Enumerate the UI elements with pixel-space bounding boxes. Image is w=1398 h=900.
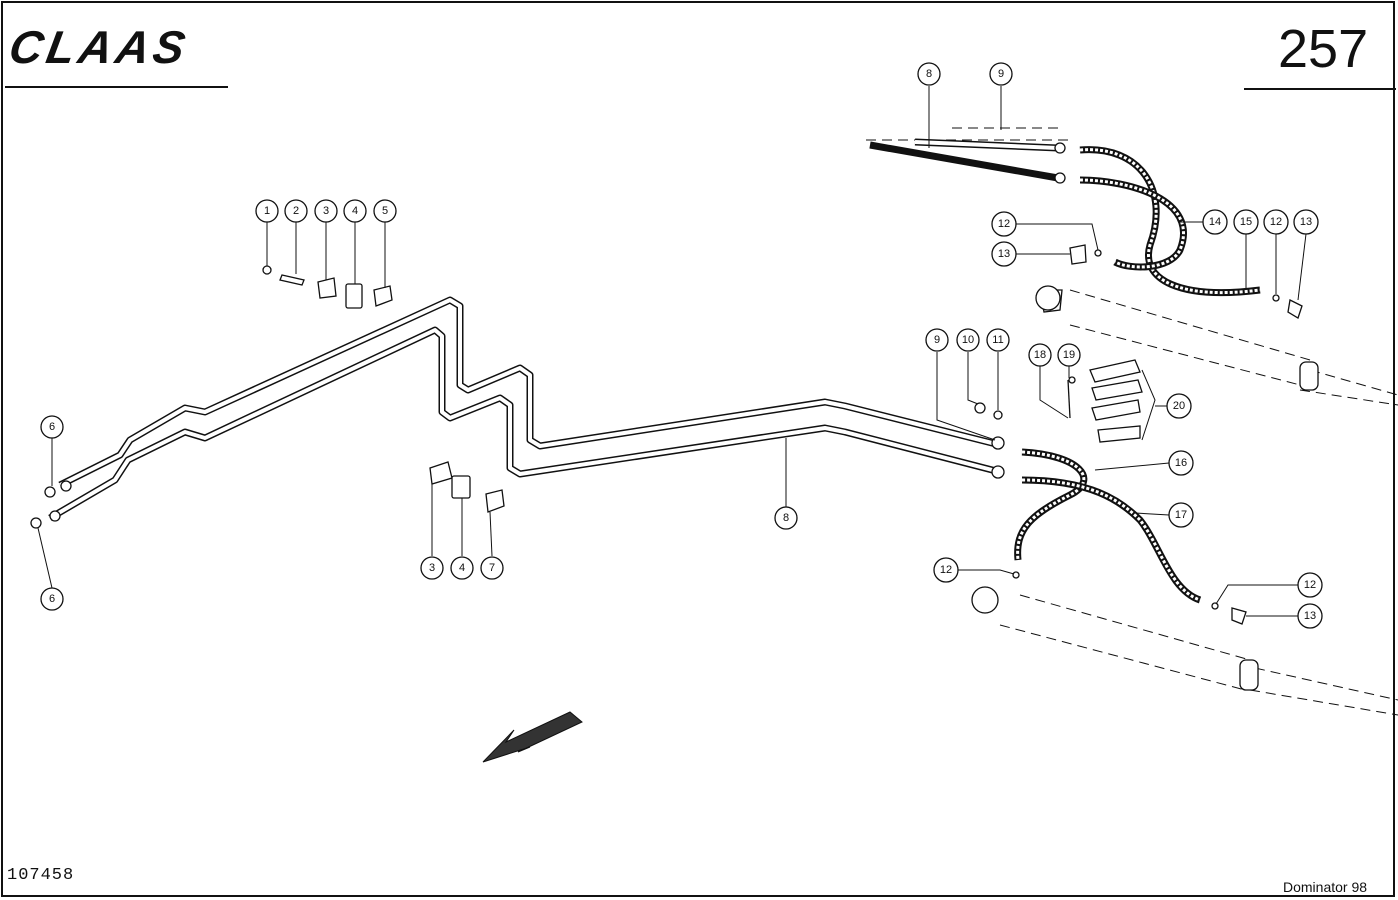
- callout-label: 7: [489, 562, 495, 574]
- callout-2: 2: [284, 199, 308, 223]
- small-parts: [30, 244, 1303, 625]
- callout-label: 9: [934, 334, 940, 346]
- callout-15: 15: [1233, 209, 1259, 235]
- callout-label: 6: [49, 421, 55, 433]
- callout-label: 13: [1300, 216, 1312, 228]
- callout-1: 1: [255, 199, 279, 223]
- hydraulic-hoses: [1014, 146, 1261, 604]
- callout-label: 13: [998, 248, 1010, 260]
- callout-label: 12: [1270, 216, 1282, 228]
- callout-label: 12: [940, 564, 952, 576]
- hydraulic-pipe-pair: [48, 138, 1066, 522]
- brand-underline: [5, 86, 228, 88]
- callout-label: 8: [783, 512, 789, 524]
- callout-5: 5: [373, 199, 397, 223]
- callout-9-upper: 9: [989, 62, 1013, 86]
- callout-7: 7: [480, 556, 504, 580]
- callout-4-clamp: 4: [450, 556, 474, 580]
- page-number: 257: [1278, 19, 1369, 79]
- callout-label: 18: [1034, 349, 1046, 361]
- callout-13-upper-right: 13: [1293, 209, 1319, 235]
- callout-label: 6: [49, 593, 55, 605]
- callout-label: 2: [293, 205, 299, 217]
- callout-label: 13: [1304, 610, 1316, 622]
- callout-10: 10: [956, 328, 980, 352]
- callout-label: 17: [1175, 509, 1187, 521]
- callout-20: 20: [1166, 393, 1192, 419]
- callout-19: 19: [1057, 343, 1081, 367]
- upper-cylinder-ghost: [866, 127, 1398, 406]
- callout-13-upper-left: 13: [991, 241, 1017, 267]
- drawing-number: 107458: [7, 866, 75, 885]
- callout-8-upper: 8: [917, 62, 941, 86]
- callout-6-upper: 6: [40, 415, 64, 439]
- callout-3: 3: [314, 199, 338, 223]
- page-number-underline: [1244, 88, 1396, 90]
- callout-label: 12: [998, 218, 1010, 230]
- callout-8-pipe: 8: [774, 506, 798, 530]
- callout-label: 4: [459, 562, 465, 574]
- machine-model: Dominator 98: [1283, 879, 1368, 895]
- lower-cylinder-ghost: [999, 594, 1398, 716]
- callout-9-pipe: 9: [925, 328, 949, 352]
- callout-16: 16: [1168, 450, 1194, 476]
- callout-label: 10: [962, 334, 974, 346]
- callout-18: 18: [1028, 343, 1052, 367]
- callout-label: 20: [1173, 400, 1185, 412]
- callout-label: 8: [926, 68, 932, 80]
- callout-12-upper-right: 12: [1263, 209, 1289, 235]
- callout-label: 19: [1063, 349, 1075, 361]
- callout-14: 14: [1202, 209, 1228, 235]
- callout-label: 15: [1240, 216, 1252, 228]
- callout-12-upper-left: 12: [991, 211, 1017, 237]
- callout-12-lower-right: 12: [1297, 572, 1323, 598]
- callout-label: 12: [1304, 579, 1316, 591]
- callout-11: 11: [986, 328, 1010, 352]
- callout-label: 5: [382, 205, 388, 217]
- callout-13-lower-right: 13: [1297, 603, 1323, 629]
- callout-6-lower: 6: [40, 587, 64, 611]
- callout-label: 4: [352, 205, 358, 217]
- callout-label: 3: [323, 205, 329, 217]
- callout-label: 11: [992, 334, 1003, 346]
- callout-label: 16: [1175, 457, 1187, 469]
- callout-3-bracket: 3: [420, 556, 444, 580]
- callout-label: 9: [998, 68, 1004, 80]
- callout-4: 4: [343, 199, 367, 223]
- callout-leaders: [37, 86, 1307, 617]
- callout-12-lower-left: 12: [933, 557, 959, 583]
- callout-label: 14: [1209, 216, 1221, 228]
- callout-label: 1: [264, 205, 270, 217]
- travel-direction-arrow-icon: [482, 711, 583, 763]
- callout-17: 17: [1168, 502, 1194, 528]
- callout-label: 3: [429, 562, 435, 574]
